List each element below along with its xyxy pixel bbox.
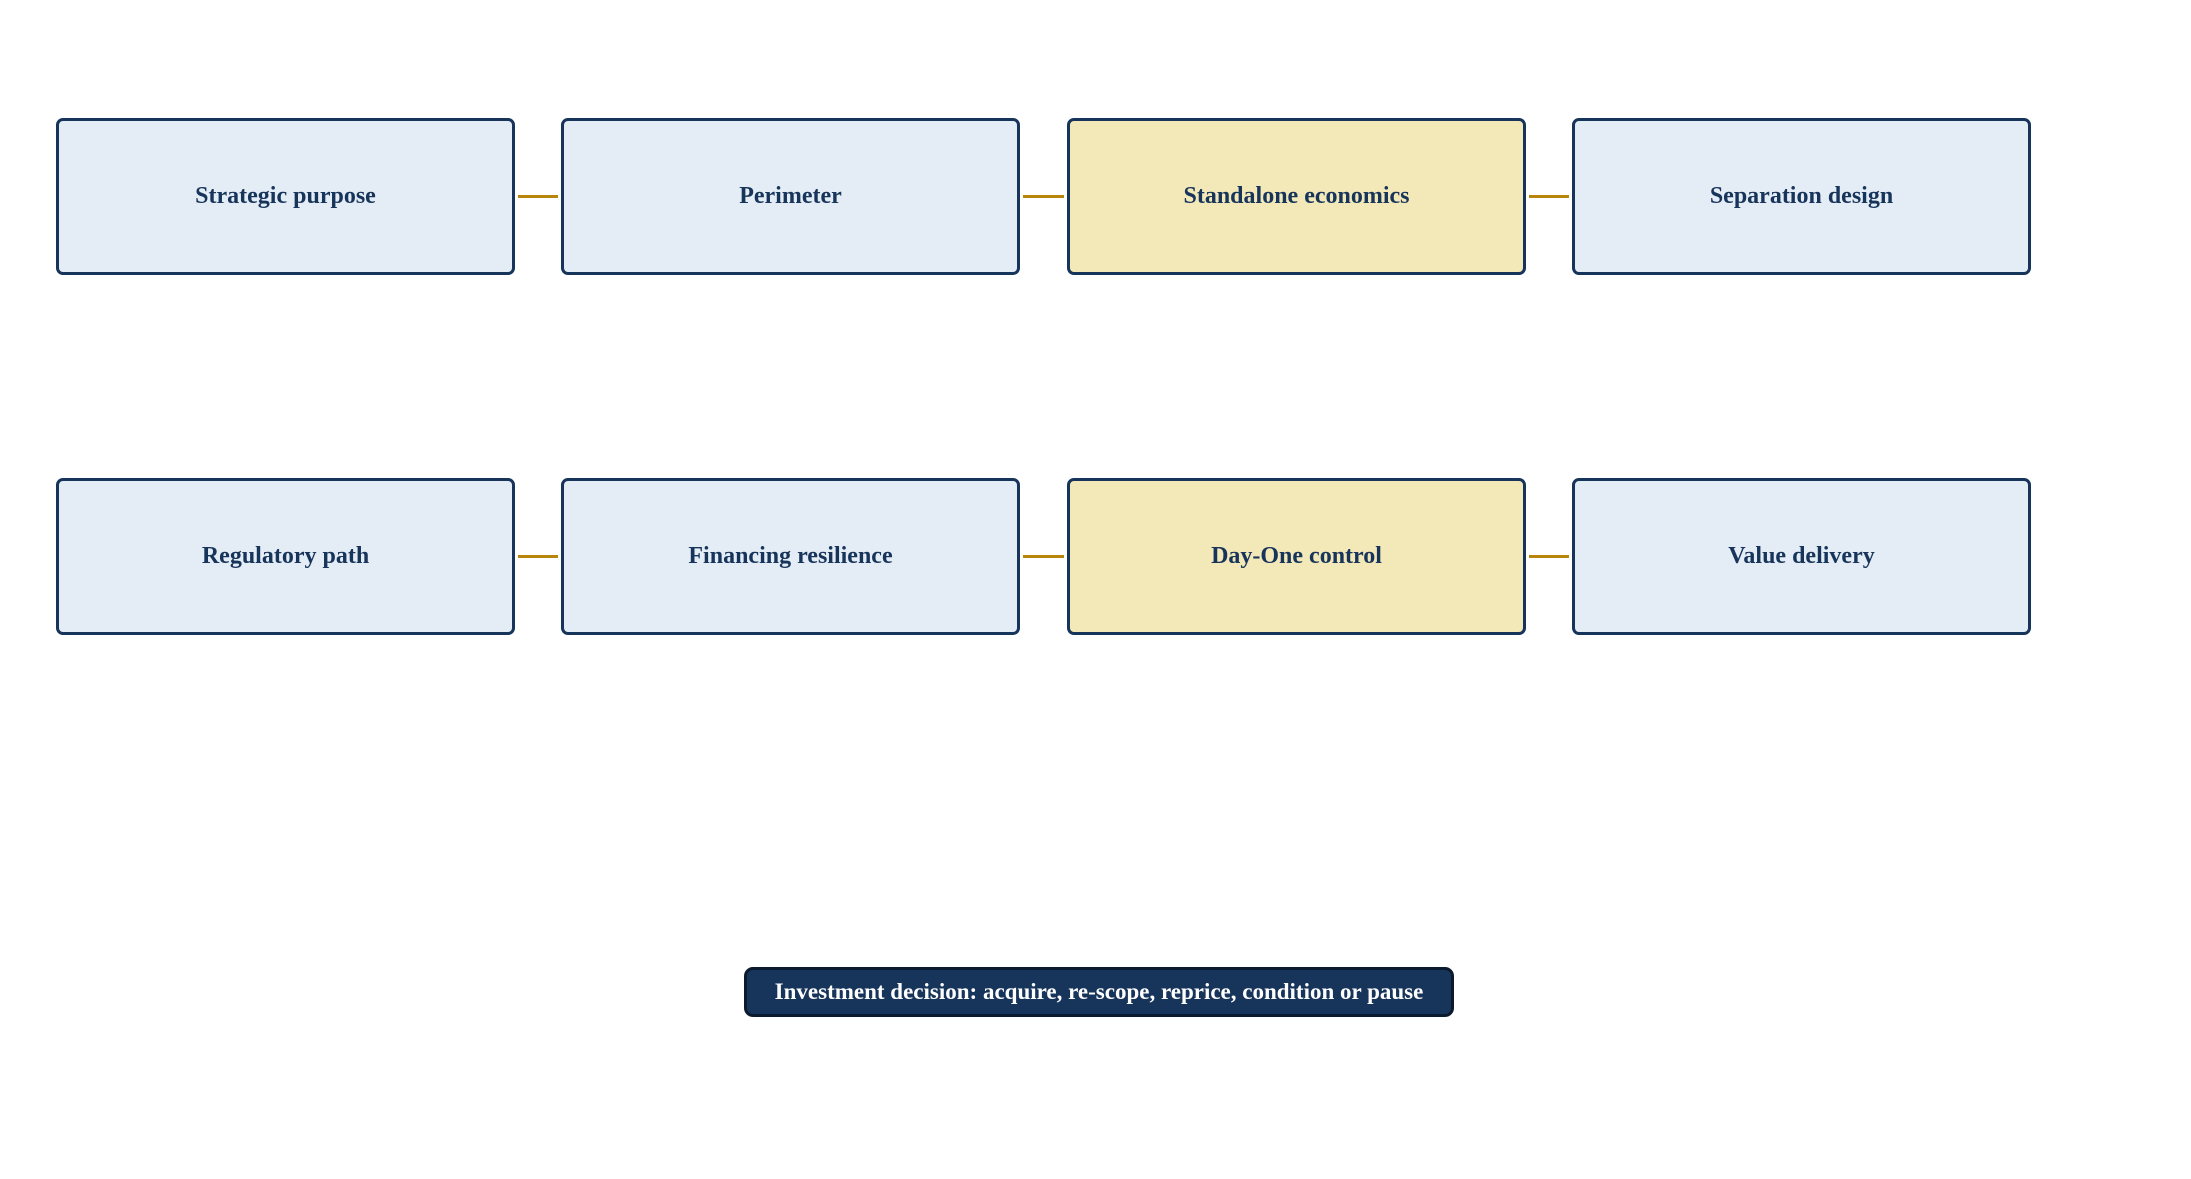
node-strategic-purpose: Strategic purpose	[56, 118, 515, 275]
node-label: Separation design	[1709, 183, 1894, 209]
investment-decision-label: Investment decision: acquire, re-scope, …	[774, 979, 1424, 1004]
node-regulatory-path: Regulatory path	[56, 478, 515, 635]
node-financing-resilience: Financing resilience	[561, 478, 1020, 635]
investment-decision-box: Investment decision: acquire, re-scope, …	[744, 967, 1454, 1017]
connector-line	[1529, 195, 1569, 198]
node-value-delivery: Value delivery	[1572, 478, 2031, 635]
node-label: Financing resilience	[688, 543, 893, 569]
node-label: Day-One control	[1211, 543, 1382, 569]
node-label: Strategic purpose	[195, 183, 376, 209]
node-separation-design: Separation design	[1572, 118, 2031, 275]
connector-line	[1023, 195, 1064, 198]
connector-line	[518, 555, 558, 558]
connector-line	[1023, 555, 1064, 558]
node-standalone-economics: Standalone economics	[1067, 118, 1526, 275]
connector-line	[1529, 555, 1569, 558]
node-perimeter: Perimeter	[561, 118, 1020, 275]
connector-line	[518, 195, 558, 198]
node-label: Value delivery	[1728, 543, 1875, 569]
node-day-one-control: Day-One control	[1067, 478, 1526, 635]
node-label: Perimeter	[739, 183, 842, 209]
node-label: Regulatory path	[201, 543, 370, 569]
node-label: Standalone economics	[1183, 183, 1410, 209]
